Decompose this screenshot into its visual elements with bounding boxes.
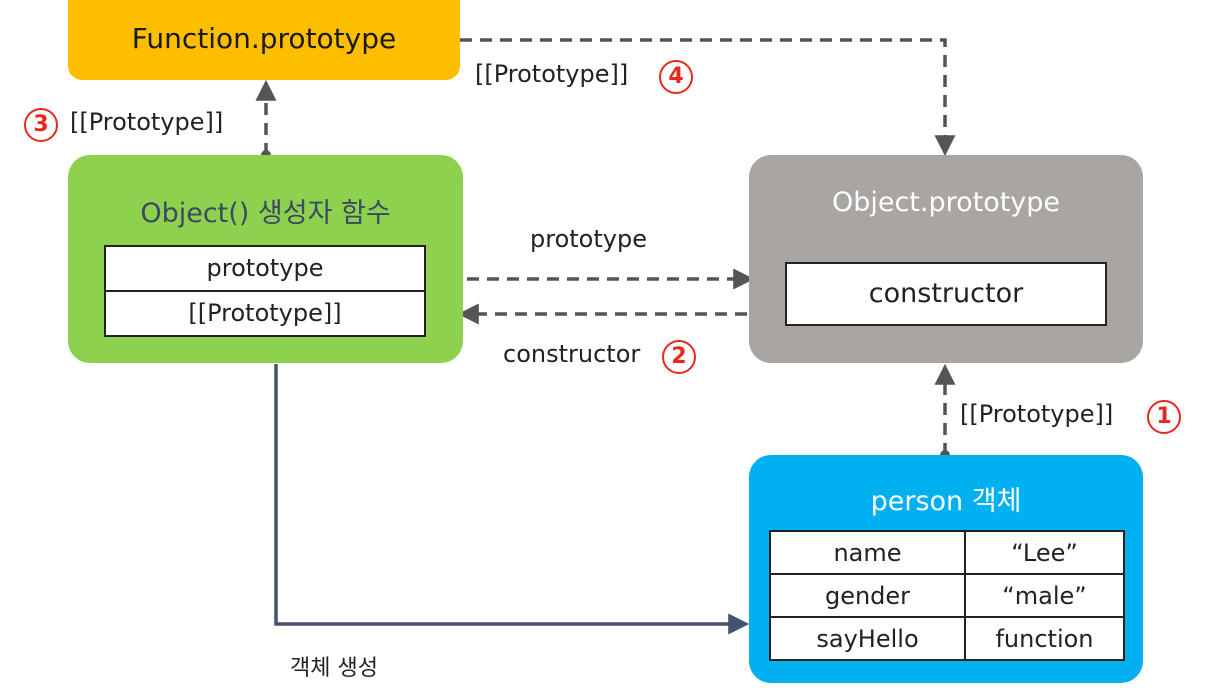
object-prototype-node: Object.prototype constructor [749, 155, 1143, 363]
prop-value: function [964, 616, 1125, 661]
edge-fn-proto [460, 38, 956, 157]
function-prototype-title: Function.prototype [131, 22, 397, 55]
object-constructor-node: Object() 생성자 함수 prototype [[Prototype]] [68, 155, 463, 363]
constructor-link-label: constructor [503, 340, 641, 368]
prop-constructor: constructor [868, 278, 1024, 309]
prototype-link-label: prototype [530, 225, 647, 253]
person-node: person 객체 name “Lee” gender “male” sayHe… [749, 455, 1143, 683]
marker-2: 2 [662, 340, 696, 374]
ctor-proto-label: [[Prototype]] [70, 108, 224, 136]
prop-internal-prototype: [[Prototype]] [188, 299, 342, 327]
object-prototype-title: Object.prototype [831, 187, 1061, 218]
marker-4: 4 [659, 60, 693, 94]
edge-create [274, 364, 750, 635]
marker-3: 3 [24, 108, 58, 142]
person-proto-label: [[Prototype]] [960, 400, 1114, 428]
prop-key: gender [769, 573, 966, 618]
prop-value: “male” [964, 573, 1125, 618]
create-label: 객체 생성 [290, 656, 378, 681]
table-row: gender “male” [769, 573, 1125, 618]
prop-value: “Lee” [964, 530, 1125, 575]
table-row: sayHello function [769, 616, 1125, 661]
fn-proto-label: [[Prototype]] [475, 60, 629, 88]
object-constructor-title: Object() 생성자 함수 [140, 198, 391, 229]
object-prototype-props: constructor [785, 262, 1107, 326]
prop-prototype: prototype [106, 247, 424, 292]
person-title: person 객체 [870, 486, 1022, 517]
prop-key: name [769, 530, 966, 575]
object-constructor-props: prototype [[Prototype]] [104, 245, 426, 337]
function-prototype-node: Function.prototype [68, 0, 460, 80]
marker-1: 1 [1147, 400, 1181, 434]
person-props: name “Lee” gender “male” sayHello functi… [769, 530, 1125, 661]
table-row: name “Lee” [769, 530, 1125, 575]
prop-key: sayHello [769, 616, 966, 661]
